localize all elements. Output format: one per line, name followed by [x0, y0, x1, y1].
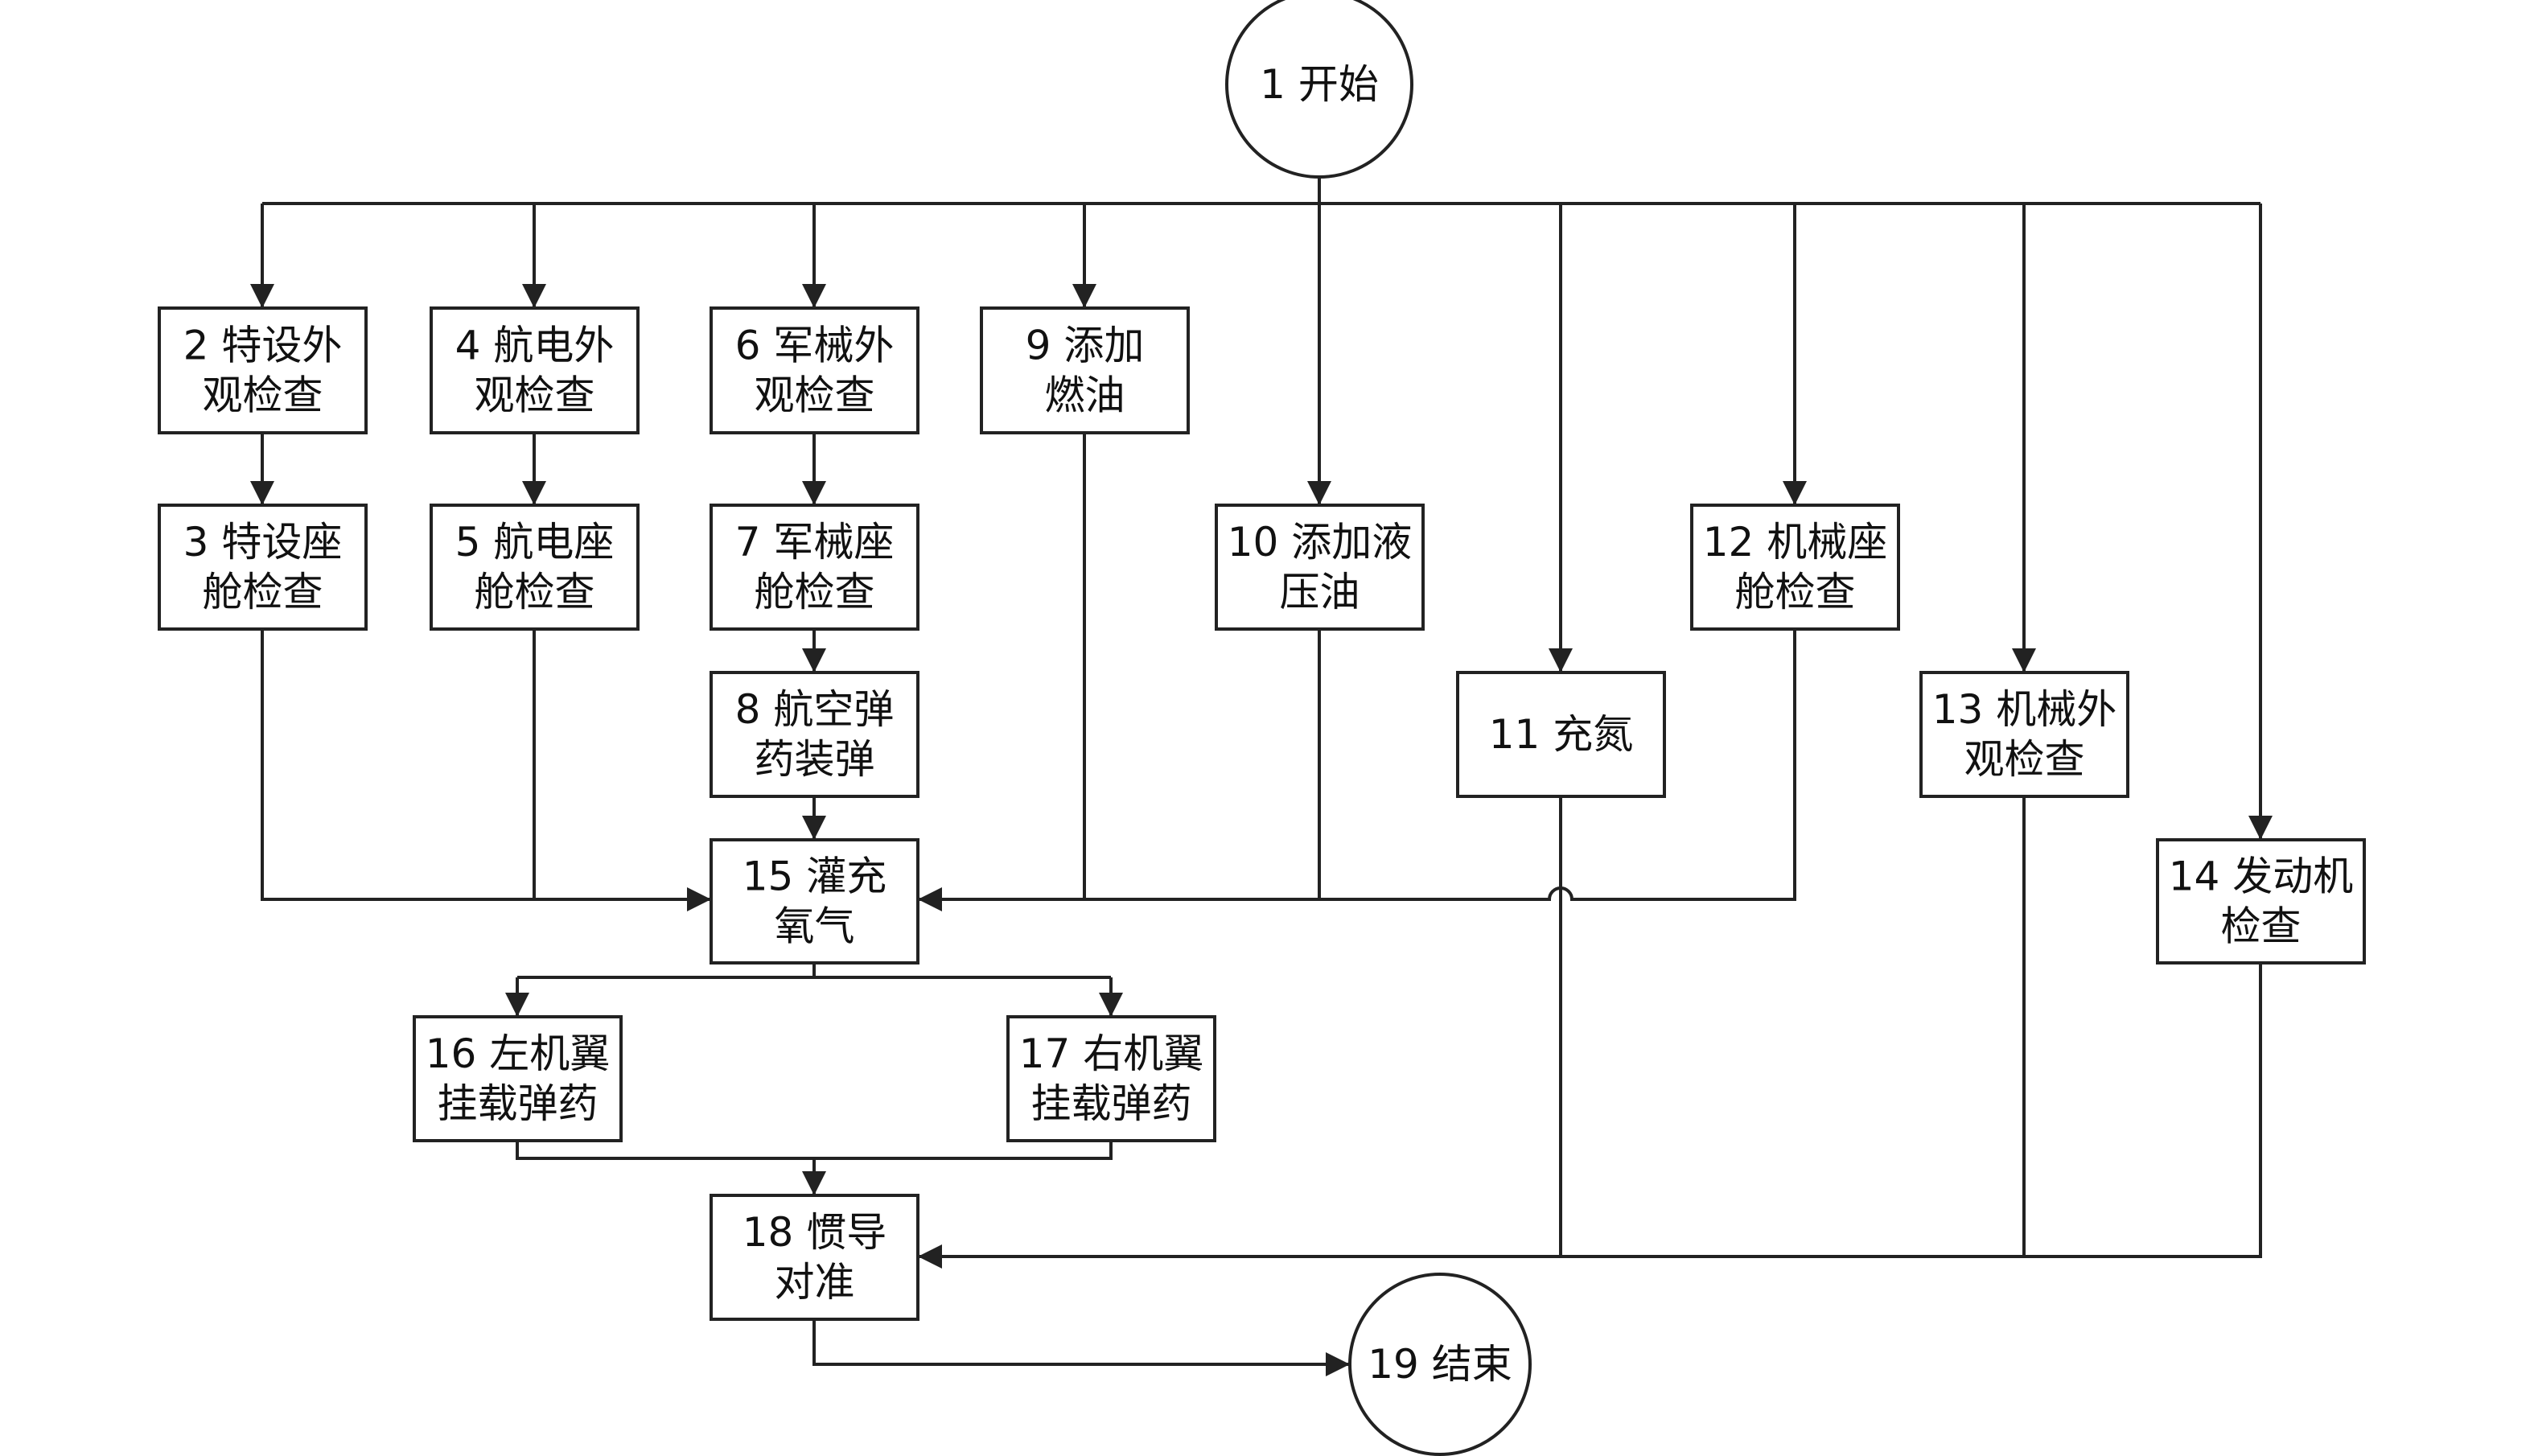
node-label-line: 6 军械外 [735, 323, 895, 369]
node-label-line: 19 结束 [1368, 1341, 1512, 1388]
process-box [1215, 504, 1425, 631]
node-label-line: 8 航空弹 [735, 686, 895, 733]
node-label-line: 舱检查 [755, 569, 875, 615]
node-label-line: 舱检查 [1735, 569, 1856, 615]
process-box [1690, 504, 1900, 631]
node-label-line: 17 右机翼 [1019, 1030, 1204, 1077]
node-label-line: 舱检查 [203, 569, 323, 615]
node-label-line: 氧气 [775, 903, 855, 950]
edges-layer [250, 177, 2273, 1376]
process-box [1456, 671, 1666, 798]
process-box [980, 306, 1190, 434]
node-label-line: 10 添加液 [1228, 519, 1413, 566]
node-label-line: 2 特设外 [183, 323, 343, 369]
process-box [430, 306, 640, 434]
process-box [158, 504, 368, 631]
node-label-line: 挂载弹药 [1031, 1080, 1192, 1127]
node-label-line: 挂载弹药 [438, 1080, 599, 1127]
node-label-line: 观检查 [1964, 736, 2085, 783]
node-label-line: 13 机械外 [1932, 686, 2117, 733]
node-label-line: 9 添加 [1026, 323, 1145, 369]
node-label-line: 燃油 [1045, 372, 1125, 419]
process-box [158, 306, 368, 434]
node-label-line: 14 发动机 [2169, 853, 2354, 900]
process-box [2156, 838, 2366, 964]
terminal-circle [1225, 0, 1413, 179]
node-label-line: 压油 [1280, 569, 1360, 615]
node-label-line: 检查 [2221, 903, 2302, 950]
process-box [1006, 1015, 1216, 1142]
edge-n3-n15 [261, 629, 711, 911]
flow-node-19: 19 结束 [1348, 1273, 1532, 1456]
node-label-line: 药装弹 [755, 736, 875, 783]
join-bus [516, 1141, 1113, 1160]
node-label-line: 16 左机翼 [426, 1030, 611, 1077]
node-label-line: 11 充氮 [1489, 711, 1634, 758]
node-label-line: 1 开始 [1260, 61, 1379, 108]
process-box [710, 306, 919, 434]
process-box [430, 504, 640, 631]
process-box [710, 838, 919, 964]
edge-n18-n19 [812, 1319, 1350, 1376]
node-label-line: 5 航电座 [455, 519, 615, 566]
flow-node-11: 11 充氮 [1456, 671, 1666, 798]
flow-node-1: 1 开始 [1225, 0, 1413, 179]
node-label-line: 观检查 [755, 372, 875, 419]
process-box [710, 504, 919, 631]
node-label-line: 观检查 [203, 372, 323, 419]
node-label-line: 15 灌充 [743, 853, 887, 900]
process-box [1919, 671, 2129, 798]
node-label-line: 4 航电外 [455, 323, 615, 369]
node-label-line: 观检查 [475, 372, 595, 419]
node-label-line: 18 惯导 [743, 1209, 887, 1256]
node-label-line: 对准 [775, 1259, 855, 1306]
terminal-circle [1348, 1273, 1532, 1456]
node-label-line: 7 军械座 [735, 519, 895, 566]
node-label-line: 3 特设座 [183, 519, 343, 566]
process-box [413, 1015, 623, 1142]
process-box [710, 671, 919, 798]
process-box [710, 1194, 919, 1321]
node-label-line: 舱检查 [475, 569, 595, 615]
node-label-line: 12 机械座 [1703, 519, 1888, 566]
edge-n14-n18 [918, 963, 2262, 1269]
